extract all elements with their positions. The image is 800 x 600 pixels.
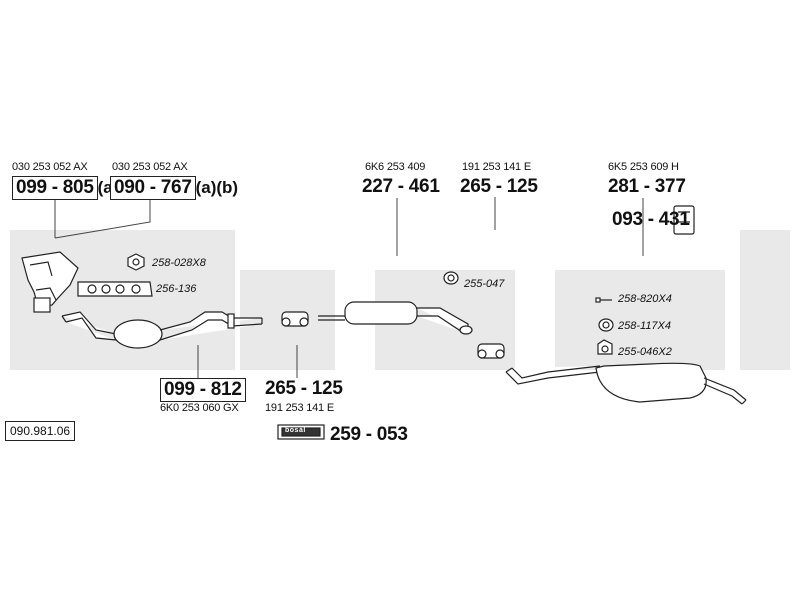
rear-clamp-drawing	[477, 343, 505, 359]
oem-number-rear-silencer: 6K5 253 609 H	[608, 161, 679, 173]
leader-manifold-b	[54, 200, 151, 239]
part-number-manifold-b[interactable]: 090 - 767	[110, 176, 196, 200]
accessory-hanger-label[interactable]: 255-046X2	[618, 346, 672, 358]
accessory-nut-label[interactable]: 258-028X8	[152, 257, 206, 269]
accessory-bolt-label[interactable]: 258-820X4	[618, 293, 672, 305]
nut-drawing	[127, 253, 145, 271]
rear-silencer-drawing	[505, 362, 747, 405]
middle-pipe-drawing	[318, 301, 473, 335]
oem-number-rear-clamp: 191 253 141 E	[462, 161, 531, 173]
bolt-drawing	[595, 297, 612, 303]
fitting-kit-box	[277, 424, 325, 440]
diagram-id: 090.981.06	[5, 421, 76, 441]
bosal-logo: bosal	[285, 427, 306, 434]
accessory-gasket-label[interactable]: 256-136	[156, 283, 197, 295]
suffix-manifold-b: (a)(b)	[195, 178, 239, 197]
part-number-catalyst[interactable]: 099 - 812	[160, 378, 246, 402]
part-number-front-clamp[interactable]: 265 - 125	[265, 378, 343, 399]
oem-number-manifold-a: 030 253 052 AX	[12, 161, 88, 173]
accessory-rubber-ring-label[interactable]: 258-117X4	[618, 320, 672, 332]
mount-drawing	[673, 205, 695, 235]
hanger-drawing	[597, 339, 613, 355]
oem-number-front-clamp: 191 253 141 E	[265, 402, 334, 414]
part-number-rear-clamp[interactable]: 265 - 125	[460, 176, 538, 197]
oem-number-middle-pipe: 6K6 253 409	[365, 161, 426, 173]
oem-number-manifold-b: 030 253 052 AX	[112, 161, 188, 173]
part-number-manifold-a[interactable]: 099 - 805	[12, 176, 98, 200]
part-number-middle-pipe[interactable]: 227 - 461	[362, 176, 440, 197]
ring-gasket-drawing	[443, 271, 459, 285]
rubber-ring-drawing	[598, 318, 614, 332]
accessory-ring-gasket-label[interactable]: 255-047	[464, 278, 505, 290]
front-clamp-drawing	[281, 311, 309, 327]
catalyst-drawing	[61, 311, 263, 349]
manifold-drawing	[21, 251, 79, 313]
part-number-mount[interactable]: 093 - 431	[612, 209, 690, 230]
part-number-rear-silencer[interactable]: 281 - 377	[608, 176, 686, 197]
oem-number-catalyst: 6K0 253 060 GX	[160, 402, 239, 414]
part-number-fitting-kit[interactable]: 259 - 053	[330, 424, 408, 445]
gasket-drawing	[77, 281, 153, 297]
